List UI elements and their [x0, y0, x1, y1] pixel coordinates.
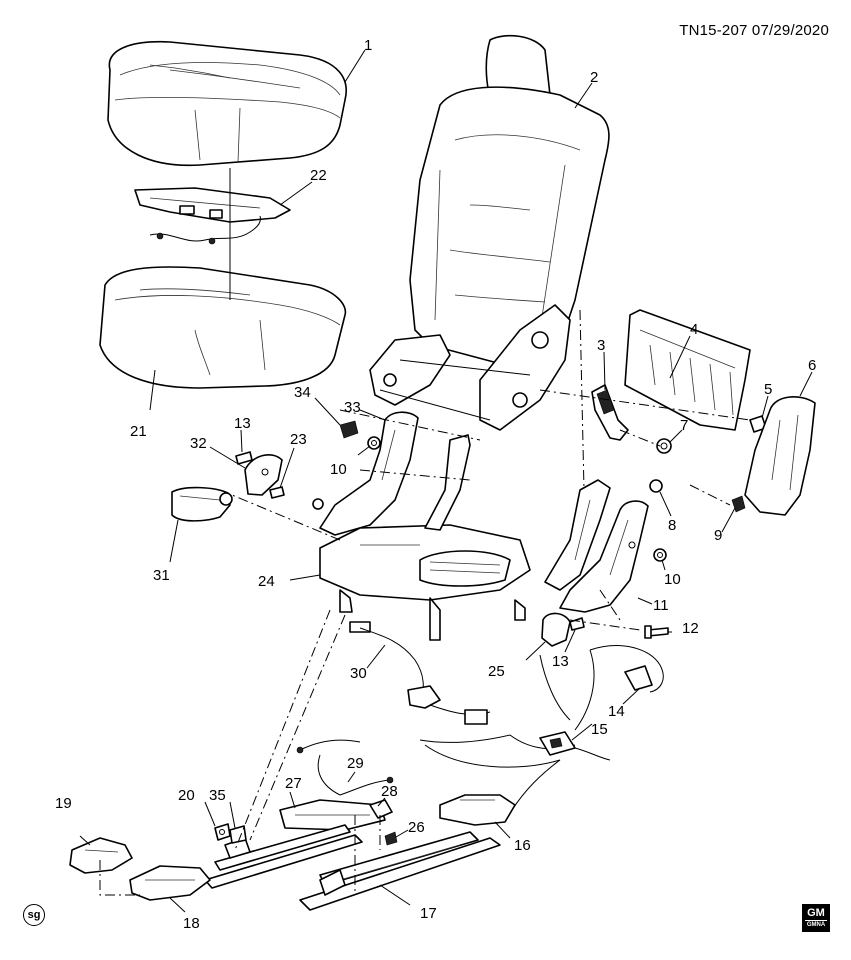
track-cover-16[interactable]	[439, 794, 516, 826]
seat-cushion-cover[interactable]	[107, 40, 347, 167]
diagram-code: TN15-207 07/29/2020	[679, 22, 829, 39]
assembly-lines	[99, 309, 751, 896]
bolt-12[interactable]	[644, 625, 669, 639]
seatback-panel[interactable]	[624, 309, 751, 431]
side-trim-cover[interactable]	[744, 396, 816, 516]
nut-10-right[interactable]	[653, 548, 667, 562]
sg-badge: sg	[23, 904, 45, 926]
callout-11: 11	[653, 597, 669, 614]
callout-12: 12	[682, 620, 699, 637]
wire-harness-29[interactable]	[296, 739, 394, 796]
callout-7: 7	[680, 417, 688, 434]
callout-30: 30	[350, 665, 367, 682]
callout-35: 35	[209, 787, 226, 804]
callout-29: 29	[347, 755, 364, 772]
seat-cushion-pad[interactable]	[99, 266, 347, 389]
bolt-35[interactable]	[229, 825, 247, 844]
knob-34[interactable]	[339, 420, 359, 439]
gm-logo: GM GMNA	[802, 904, 830, 932]
nut-10-lower[interactable]	[312, 498, 324, 510]
callout-4: 4	[690, 321, 698, 338]
track-cover-front-19[interactable]	[69, 837, 133, 874]
callout-13-upper: 13	[234, 415, 251, 432]
callout-26: 26	[408, 819, 425, 836]
callout-32: 32	[190, 435, 207, 452]
callout-2: 2	[590, 69, 598, 86]
track-frame-27[interactable]	[279, 799, 386, 831]
gm-logo-text: GM	[805, 906, 827, 921]
screw-23[interactable]	[269, 486, 285, 499]
callout-14: 14	[608, 703, 625, 720]
leader-lines	[79, 49, 813, 913]
callout-28: 28	[381, 783, 398, 800]
nut-20[interactable]	[214, 823, 231, 841]
callout-25: 25	[488, 663, 505, 680]
callout-1: 1	[364, 37, 372, 54]
wire-harness-30[interactable]	[359, 627, 491, 725]
side-cover-25[interactable]	[541, 612, 571, 647]
callout-9: 9	[714, 527, 722, 544]
latch-cover[interactable]	[591, 384, 629, 441]
adjuster-handle[interactable]	[171, 486, 233, 522]
recliner-cover-outer[interactable]	[559, 500, 649, 613]
callout-27: 27	[285, 775, 302, 792]
washer-8[interactable]	[649, 479, 663, 493]
callout-5: 5	[764, 381, 772, 398]
callout-15: 15	[591, 721, 608, 738]
callout-6: 6	[808, 357, 816, 374]
callout-31: 31	[153, 567, 170, 584]
callout-22: 22	[310, 167, 327, 184]
callout-13-lower: 13	[552, 653, 569, 670]
callout-24: 24	[258, 573, 275, 590]
seat-track-left[interactable]	[204, 824, 363, 889]
gm-logo-subtext: GMNA	[806, 922, 826, 928]
callout-16: 16	[514, 837, 531, 854]
callout-17: 17	[420, 905, 437, 922]
connector-15[interactable]	[511, 731, 611, 811]
seat-frame[interactable]	[319, 434, 611, 641]
track-cover-rear-18[interactable]	[129, 865, 211, 901]
nut-7[interactable]	[656, 438, 672, 454]
callout-33: 33	[344, 399, 361, 416]
callout-19: 19	[55, 795, 72, 812]
callout-10-right: 10	[664, 571, 681, 588]
recliner-cover-inner[interactable]	[319, 411, 419, 536]
callout-3: 3	[597, 337, 605, 354]
callout-10-left: 10	[330, 461, 347, 478]
callout-20: 20	[178, 787, 195, 804]
callout-21: 21	[130, 423, 147, 440]
callout-34: 34	[294, 384, 311, 401]
seat-track-right[interactable]	[299, 831, 501, 911]
seatback-assembly[interactable]	[369, 34, 610, 431]
callout-18: 18	[183, 915, 200, 932]
handle-bezel[interactable]	[244, 454, 283, 496]
cushion-wire-harness-panel[interactable]	[134, 187, 291, 245]
bracket-28[interactable]	[369, 799, 393, 819]
wire-harness-14[interactable]	[419, 645, 664, 768]
callout-23: 23	[290, 431, 307, 448]
clip-26[interactable]	[384, 831, 398, 846]
nut-10-left[interactable]	[367, 436, 381, 450]
callout-labels: 1 2 3 4 5 6 7 8 9 10 10 11 12 13 13 14 1…	[55, 37, 816, 932]
callout-8: 8	[668, 517, 676, 534]
